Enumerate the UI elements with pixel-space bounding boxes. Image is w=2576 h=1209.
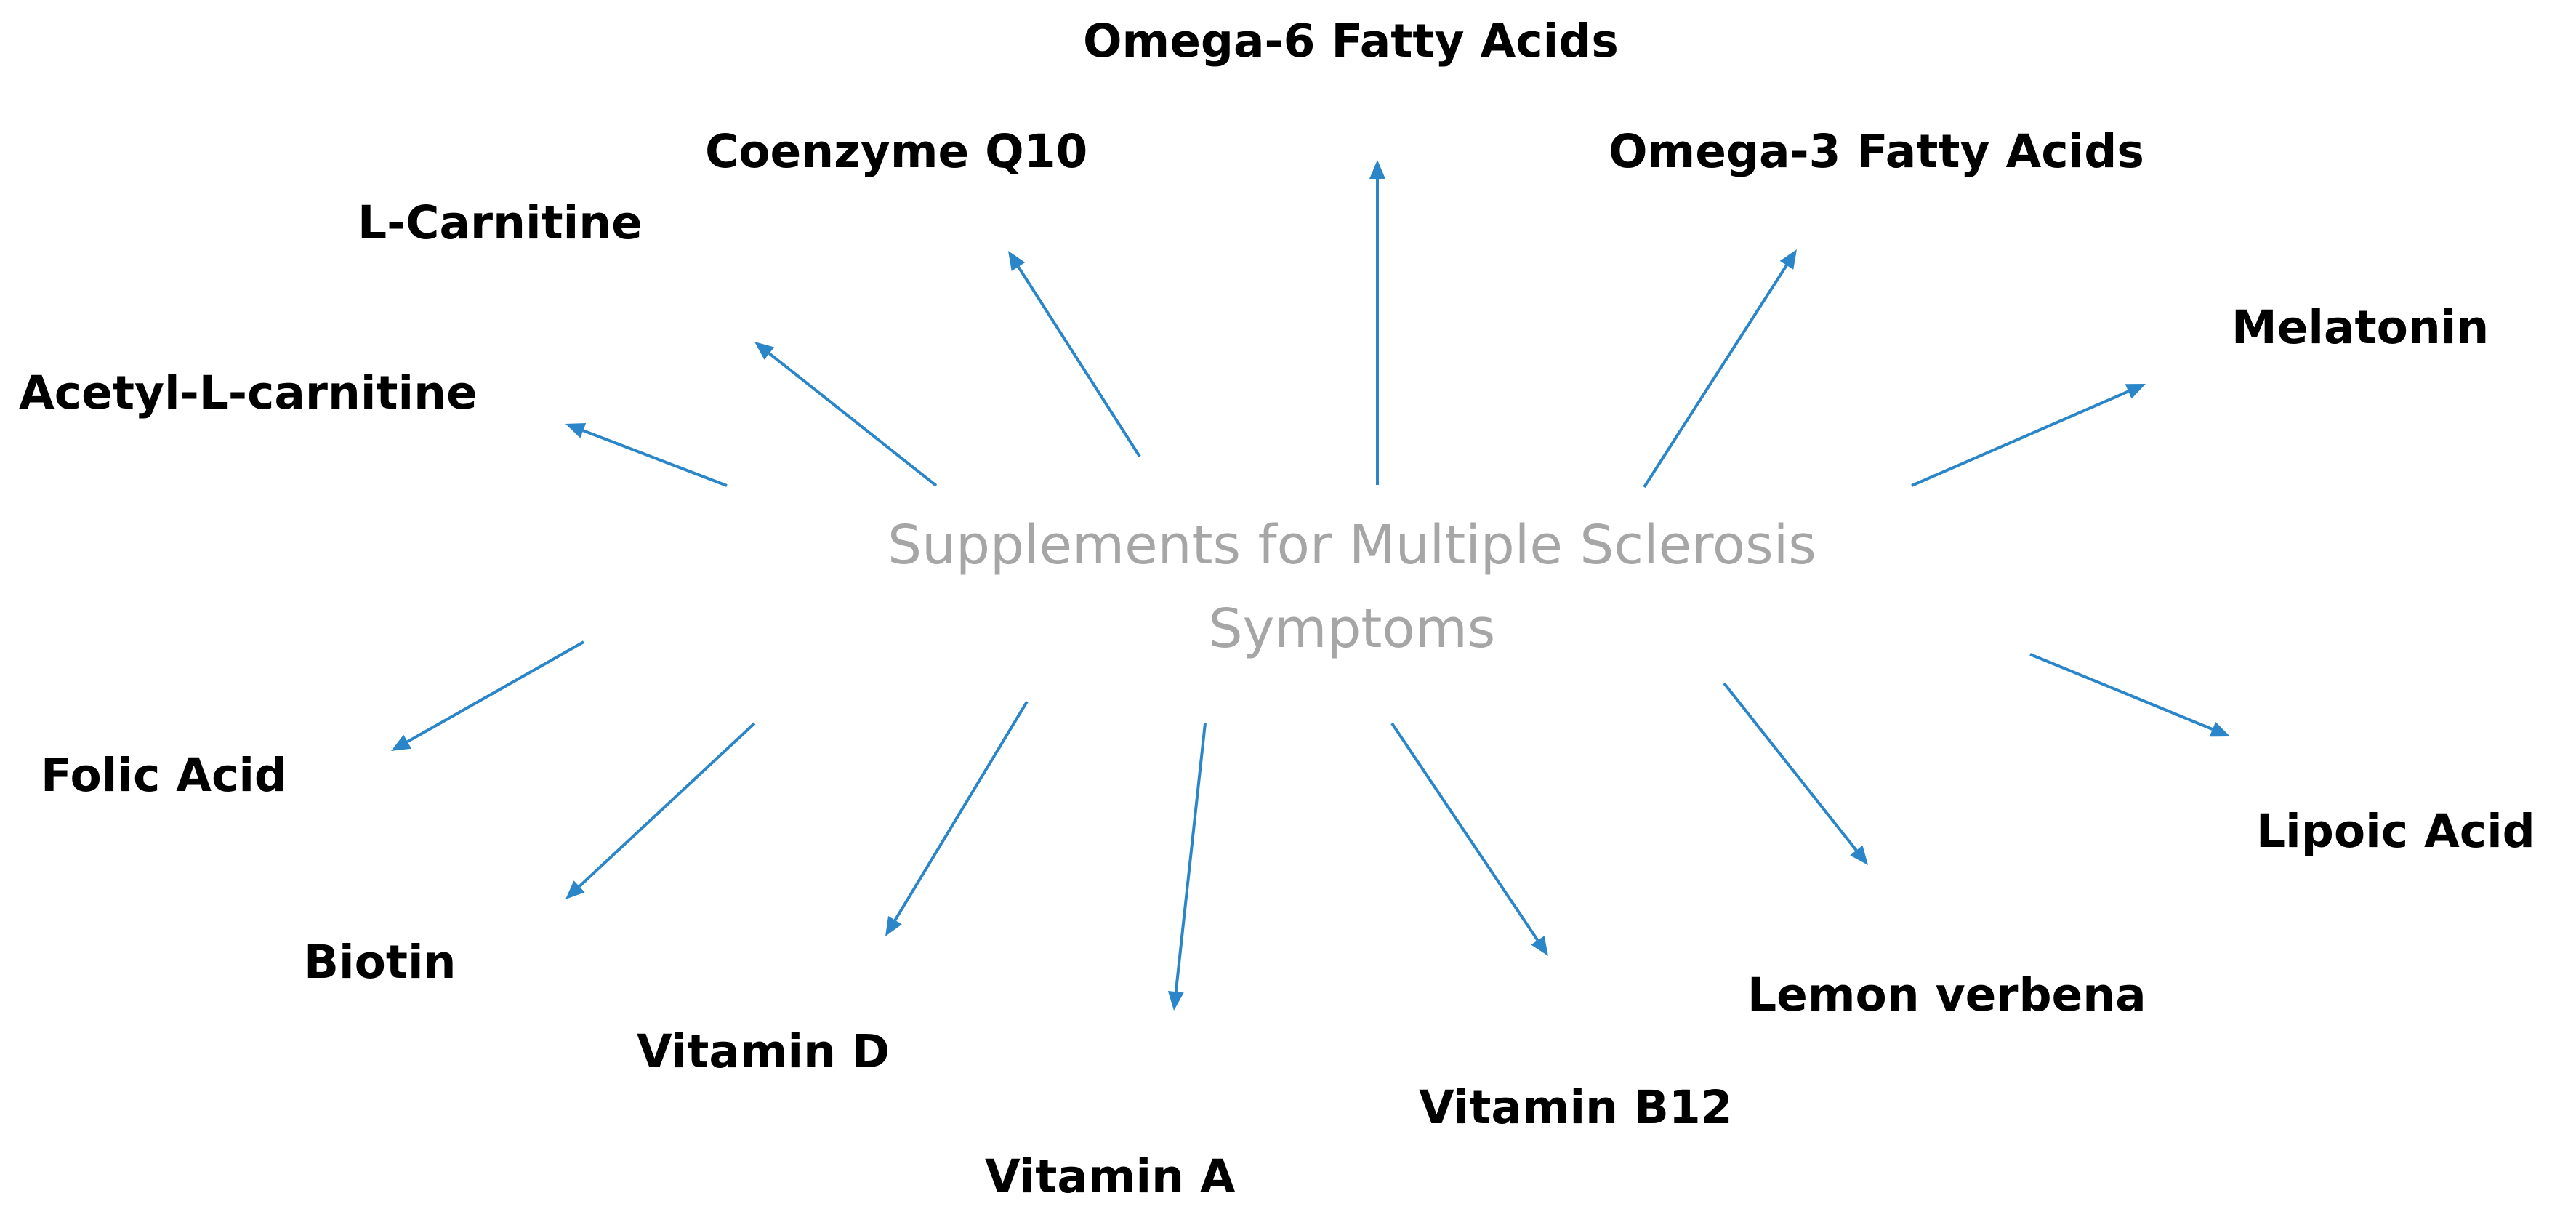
connector-arrows bbox=[391, 160, 2230, 1011]
arrow-head-l-carnitine bbox=[754, 342, 775, 360]
node-vitamin-a: Vitamin A bbox=[985, 1150, 1236, 1203]
node-coenzyme-q10: Coenzyme Q10 bbox=[705, 125, 1087, 178]
arrow-head-omega-6-fatty-acids bbox=[1369, 160, 1385, 179]
arrow-line-lemon-verbena bbox=[1723, 682, 1858, 851]
arrow-line-coenzyme-q10 bbox=[1017, 265, 1141, 458]
arrow-head-omega-3-fatty-acids bbox=[1779, 249, 1797, 270]
arrow-to-coenzyme-q10 bbox=[1008, 251, 1141, 458]
arrow-head-coenzyme-q10 bbox=[1008, 251, 1026, 271]
node-lipoic-acid: Lipoic Acid bbox=[2256, 805, 2535, 858]
node-omega-6-fatty-acids: Omega-6 Fatty Acids bbox=[1083, 15, 1619, 68]
node-vitamin-d: Vitamin D bbox=[637, 1025, 890, 1078]
node-omega-3-fatty-acids: Omega-3 Fatty Acids bbox=[1609, 125, 2144, 178]
arrow-to-omega-3-fatty-acids bbox=[1643, 249, 1797, 489]
node-folic-acid: Folic Acid bbox=[41, 749, 287, 802]
center-title-line-1: Supplements for Multiple Sclerosis bbox=[887, 514, 1816, 577]
node-biotin: Biotin bbox=[304, 936, 456, 989]
node-vitamin-b12: Vitamin B12 bbox=[1419, 1081, 1733, 1134]
arrow-line-vitamin-a bbox=[1174, 723, 1207, 992]
node-l-carnitine: L-Carnitine bbox=[358, 196, 643, 249]
arrow-to-vitamin-b12 bbox=[1390, 722, 1548, 956]
arrow-line-lipoic-acid bbox=[2029, 653, 2213, 731]
arrow-to-vitamin-a bbox=[1167, 723, 1207, 1011]
center-title-line-2: Symptoms bbox=[1209, 598, 1496, 660]
arrow-head-acetyl-l-carnitine bbox=[565, 423, 587, 438]
arrow-head-biotin bbox=[565, 880, 585, 899]
arrow-line-acetyl-l-carnitine bbox=[582, 429, 728, 487]
arrow-head-vitamin-a bbox=[1167, 990, 1184, 1011]
node-acetyl-l-carnitine: Acetyl-L-carnitine bbox=[19, 366, 478, 419]
arrow-to-folic-acid bbox=[391, 640, 584, 751]
arrow-to-biotin bbox=[565, 722, 756, 899]
arrow-line-vitamin-b12 bbox=[1390, 722, 1539, 941]
arrow-to-acetyl-l-carnitine bbox=[565, 423, 728, 487]
arrow-head-vitamin-b12 bbox=[1531, 936, 1548, 956]
arrow-line-folic-acid bbox=[406, 640, 584, 743]
arrow-head-lemon-verbena bbox=[1850, 845, 1868, 865]
arrow-line-vitamin-d bbox=[893, 700, 1029, 921]
arrow-line-l-carnitine bbox=[768, 352, 938, 487]
arrow-line-omega-3-fatty-acids bbox=[1643, 264, 1788, 489]
node-lemon-verbena: Lemon verbena bbox=[1747, 968, 2146, 1021]
arrow-line-melatonin bbox=[1911, 390, 2129, 487]
arrow-head-vitamin-d bbox=[885, 916, 902, 936]
arrow-head-melatonin bbox=[2125, 384, 2146, 399]
arrow-to-vitamin-d bbox=[885, 700, 1029, 936]
arrow-to-omega-6-fatty-acids bbox=[1369, 160, 1385, 485]
node-melatonin: Melatonin bbox=[2231, 301, 2489, 354]
center-topic: Supplements for Multiple Sclerosis Sympt… bbox=[887, 514, 1816, 660]
supplement-labels: Omega-6 Fatty Acids Coenzyme Q10 Omega-3… bbox=[19, 15, 2535, 1203]
arrow-to-melatonin bbox=[1911, 384, 2146, 487]
arrow-to-lipoic-acid bbox=[2029, 653, 2230, 737]
arrow-to-lemon-verbena bbox=[1723, 682, 1868, 865]
arrow-head-folic-acid bbox=[391, 734, 412, 751]
arrow-line-biotin bbox=[578, 722, 756, 888]
arrow-to-l-carnitine bbox=[754, 342, 938, 487]
arrow-head-lipoic-acid bbox=[2209, 721, 2230, 737]
